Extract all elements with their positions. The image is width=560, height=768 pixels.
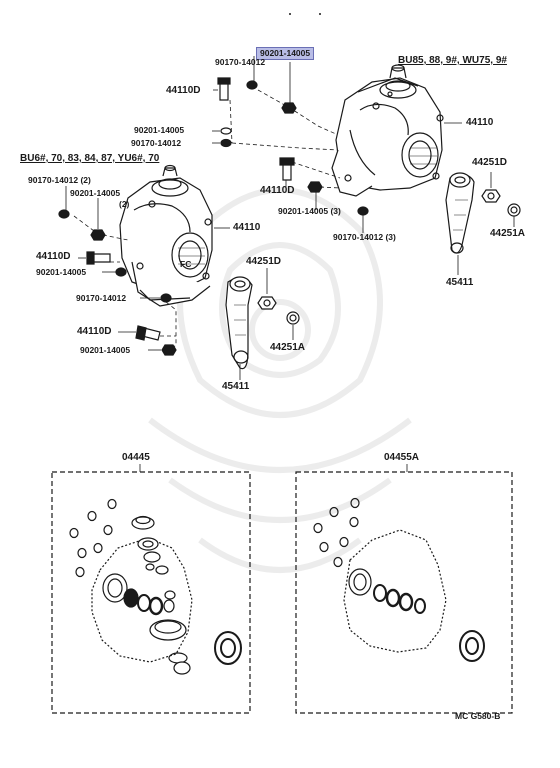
label-44251D-right: 44251D (472, 157, 508, 168)
label-90201-right-3: 90201-14005 (3) (278, 206, 341, 216)
repair-kit-04455A (295, 464, 513, 714)
washer-90170-right-a (220, 138, 232, 148)
bolt-44110D-right-mid (279, 157, 295, 181)
label-44110D-right-mid: 44110D (260, 185, 295, 196)
label-44110-left-gear: 44110 (233, 222, 261, 233)
label-44110D-left-b: 44110D (77, 326, 112, 337)
header-right-models: BU85, 88, 9#, WU75, 9# (398, 55, 507, 66)
pitman-arm-left (225, 276, 253, 370)
pitman-arm-right (445, 172, 475, 254)
washer-44251A-left (286, 311, 300, 325)
bolt-44110D-right-top (217, 77, 231, 101)
label-44251A-left: 44251A (270, 342, 306, 353)
assembly-dashed-lines (73, 89, 341, 351)
header-left-models: BU6#, 70, 83, 84, 87, YU6#, 70 (20, 153, 160, 164)
label-45411-left: 45411 (222, 381, 250, 392)
label-90201-left-b: 90201-14005 (36, 267, 87, 277)
label-90170-left-c: 90170-14012 (76, 293, 127, 303)
label-44251A-right: 44251A (490, 228, 526, 239)
washer-90170-left-c (160, 293, 172, 303)
label-44110-right-gear: 44110 (466, 117, 494, 128)
label-44110D-right-top: 44110D (166, 85, 201, 96)
label-90170-right-top: 90170-14012 (215, 57, 266, 67)
washer-90170-right-top (246, 80, 258, 90)
label-90170-left-2: 90170-14012 (2) (28, 175, 91, 185)
footer-diagram-code: MC G580-B (455, 711, 501, 721)
label-44110D-left-a: 44110D (36, 251, 71, 262)
nut-44251D-left (257, 296, 277, 310)
repair-kit-04445 (51, 464, 251, 714)
steering-gear-right (331, 64, 444, 197)
highlighted-part-label[interactable]: 90201-14005 (256, 47, 315, 60)
label-90170-right-3: 90170-14012 (3) (333, 232, 396, 242)
washer-90170-left-2 (58, 209, 70, 219)
washer-90201-left-b (115, 267, 127, 277)
label-kit-04455A: 04455A (384, 452, 420, 463)
nut-90201-right-3 (307, 181, 323, 193)
washer-44251A-right (507, 203, 521, 217)
label-90201-right-a: 90201-14005 (134, 125, 185, 135)
label-45411-right: 45411 (446, 277, 474, 288)
gear-mark-fc: FC (180, 259, 192, 269)
steering-gear-left (119, 164, 213, 307)
label-90201-left-2b: (2) (119, 199, 130, 209)
leader-lines (65, 56, 515, 380)
label-90201-left-2a: 90201-14005 (70, 188, 121, 198)
label-90170-right-a: 90170-14012 (131, 138, 182, 148)
washer-90201-right-a (220, 127, 232, 135)
scan-marks (289, 13, 321, 15)
label-90201-left-d: 90201-14005 (80, 345, 131, 355)
label-kit-04445: 04445 (122, 452, 150, 463)
nut-90201-left-2 (90, 229, 106, 241)
bolt-44110D-left-b (135, 325, 161, 341)
washer-90170-right-3 (357, 206, 369, 216)
label-44251D-left: 44251D (246, 256, 282, 267)
nut-44251D-right (481, 189, 501, 203)
